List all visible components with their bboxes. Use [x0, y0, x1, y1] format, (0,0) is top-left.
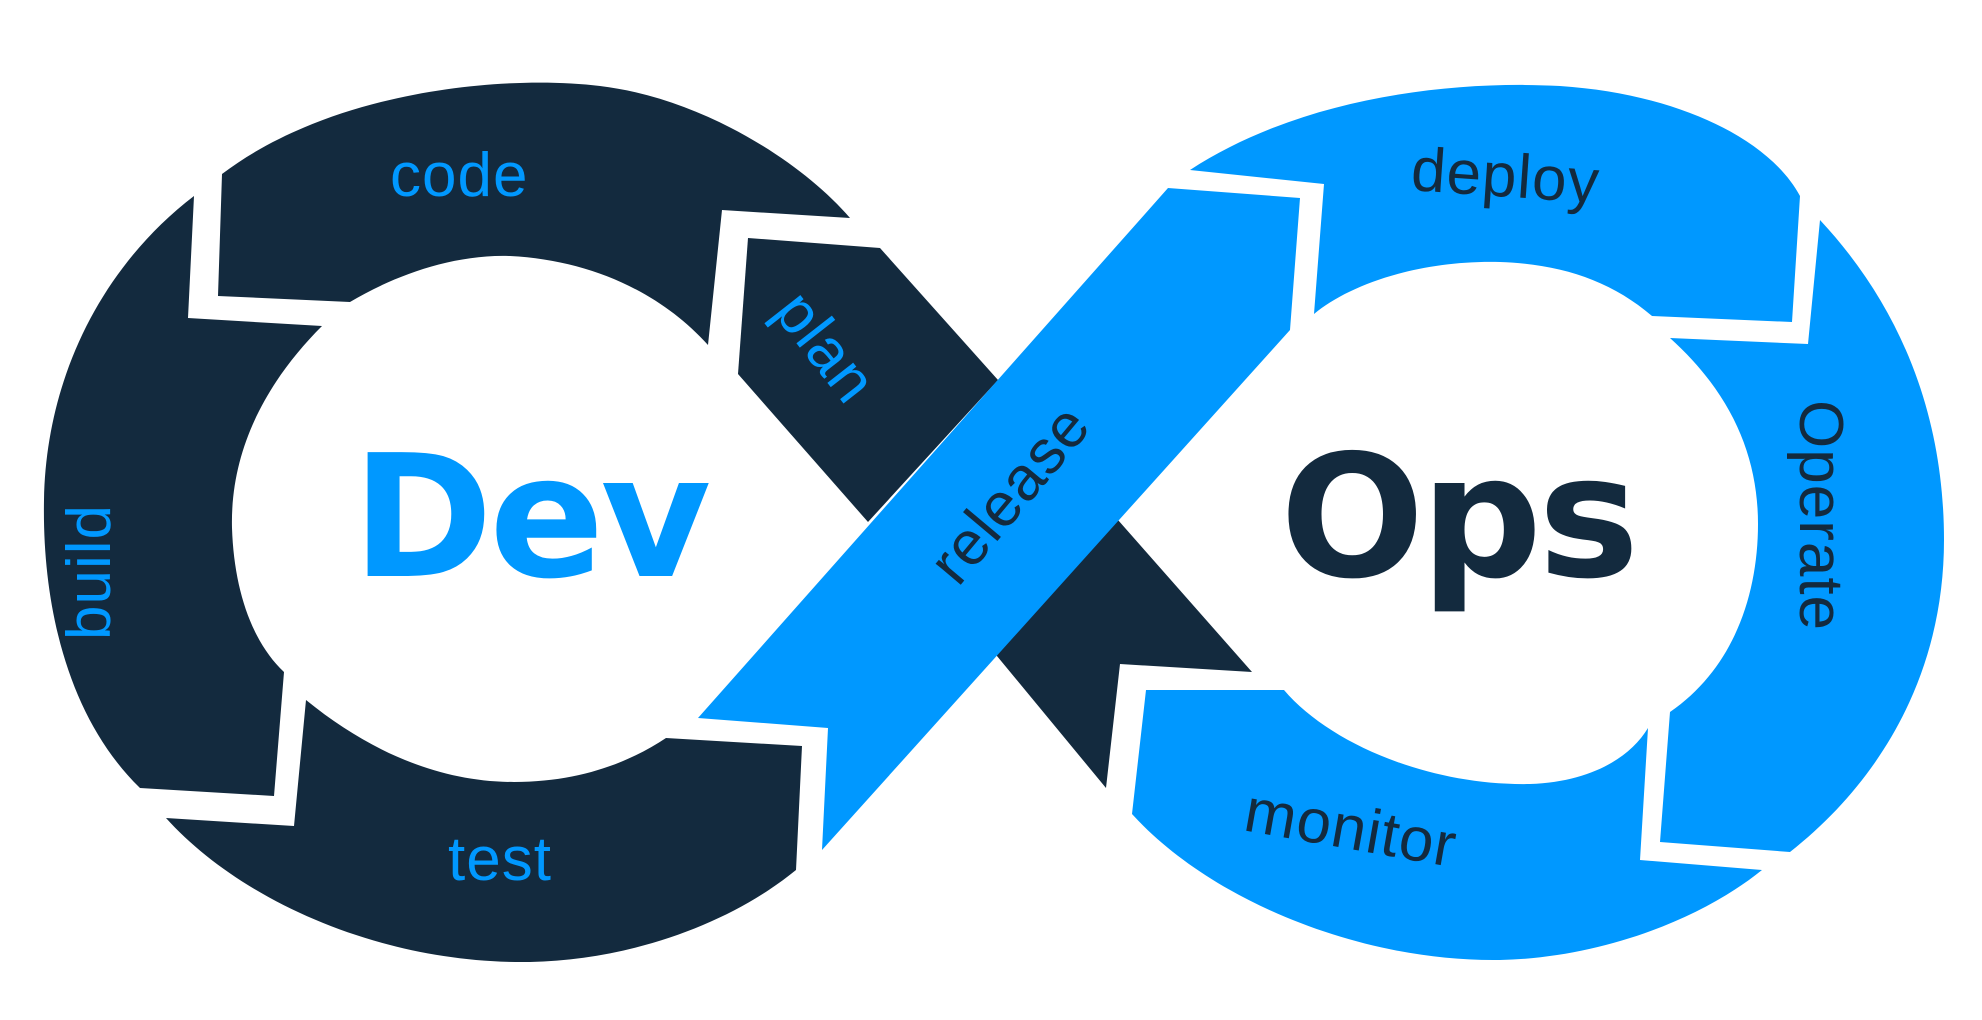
ops-title: Ops: [1280, 419, 1635, 617]
segment-release: [698, 188, 1300, 850]
segment-test: [166, 700, 802, 963]
dev-loop: [43, 82, 1252, 963]
segment-deploy: [1190, 84, 1800, 322]
dev-title: Dev: [352, 419, 709, 617]
stage-label-deploy: deploy: [1409, 135, 1602, 217]
stage-label-test: test: [448, 825, 552, 894]
stage-label-build: build: [55, 504, 124, 640]
stage-label-code: code: [390, 141, 528, 210]
segment-plan: [738, 238, 998, 522]
segment-build: [43, 196, 322, 796]
center-labels: Dev Ops: [352, 419, 1639, 617]
segment-code: [218, 82, 850, 345]
stage-label-operate: Operate: [1786, 400, 1855, 631]
segment-monitor: [1132, 690, 1762, 961]
segment-operate: [1660, 220, 1944, 852]
ops-loop: [698, 84, 1944, 961]
